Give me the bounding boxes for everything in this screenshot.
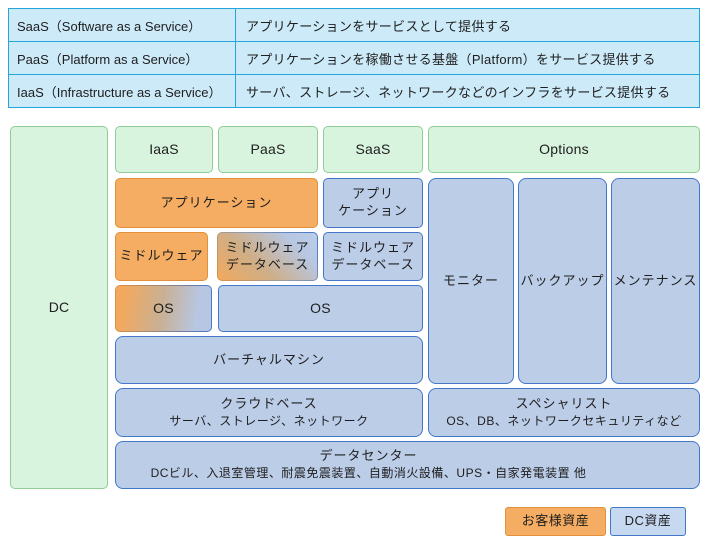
table-desc-saas: アプリケーションをサービスとして提供する [236,9,699,41]
application-dc-label: アプリ ケーション [338,186,408,220]
legend-dc-asset: DC資産 [610,507,686,536]
virtual-machine-box: バーチャルマシン [115,336,423,384]
application-dc-box: アプリ ケーション [323,178,423,228]
cloud-base-box: クラウドベース サーバ、ストレージ、ネットワーク [115,388,423,437]
application-dc-line2: ケーション [338,203,408,218]
table-desc-paas: アプリケーションを稼働させる基盤（Platform）をサービス提供する [236,42,699,74]
application-customer-box: アプリケーション [115,178,318,228]
os-dc-box: OS [218,285,423,332]
option-maintenance-box: メンテナンス [611,178,700,384]
middleware-db-paas-line1: ミドルウェア [225,239,310,255]
middleware-db-paas-label: ミドルウェア データベース [225,240,309,274]
middleware-db-saas-line1: ミドルウェア [330,239,415,255]
middleware-db-saas-box: ミドルウェア データベース [323,232,423,281]
middleware-db-paas-line2: データベース [225,256,310,272]
table-term-saas: SaaS（Software as a Service） [9,9,235,41]
middleware-db-saas-label: ミドルウェア データベース [331,240,415,274]
datacenter-title: データセンター [319,448,418,464]
option-monitor-box: モニター [428,178,514,384]
header-iaas: IaaS [115,126,213,173]
dc-column: DC [10,126,108,489]
option-backup-box: バックアップ [518,178,607,384]
application-dc-line1: アプリ [351,186,394,202]
definition-table: SaaS（Software as a Service） アプリケーションをサービ… [8,8,700,108]
middleware-db-paas-box: ミドルウェア データベース [217,232,318,281]
os-iaas-box: OS [115,285,212,332]
table-desc-iaas: サーバ、ストレージ、ネットワークなどのインフラをサービス提供する [236,75,699,107]
specialist-sub: OS、DB、ネットワークセキュリティなど [446,413,682,428]
datacenter-sub: DCビル、入退室管理、耐震免震装置、自動消火設備、UPS・自家発電装置 他 [150,466,587,481]
middleware-db-saas-line2: データベース [331,256,415,272]
middleware-customer-box: ミドルウェア [115,232,208,281]
legend-customer-asset: お客様資産 [505,507,606,536]
datacenter-box: データセンター DCビル、入退室管理、耐震免震装置、自動消火設備、UPS・自家発… [115,441,700,489]
cloud-base-title: クラウドベース [220,395,318,411]
specialist-box: スペシャリスト OS、DB、ネットワークセキュリティなど [428,388,700,437]
header-saas: SaaS [323,126,423,173]
header-paas: PaaS [218,126,318,173]
specialist-title: スペシャリスト [515,395,613,411]
table-term-paas: PaaS（Platform as a Service） [9,42,235,74]
cloud-base-sub: サーバ、ストレージ、ネットワーク [169,413,369,428]
table-term-iaas: IaaS（Infrastructure as a Service） [9,75,235,107]
header-options: Options [428,126,700,173]
